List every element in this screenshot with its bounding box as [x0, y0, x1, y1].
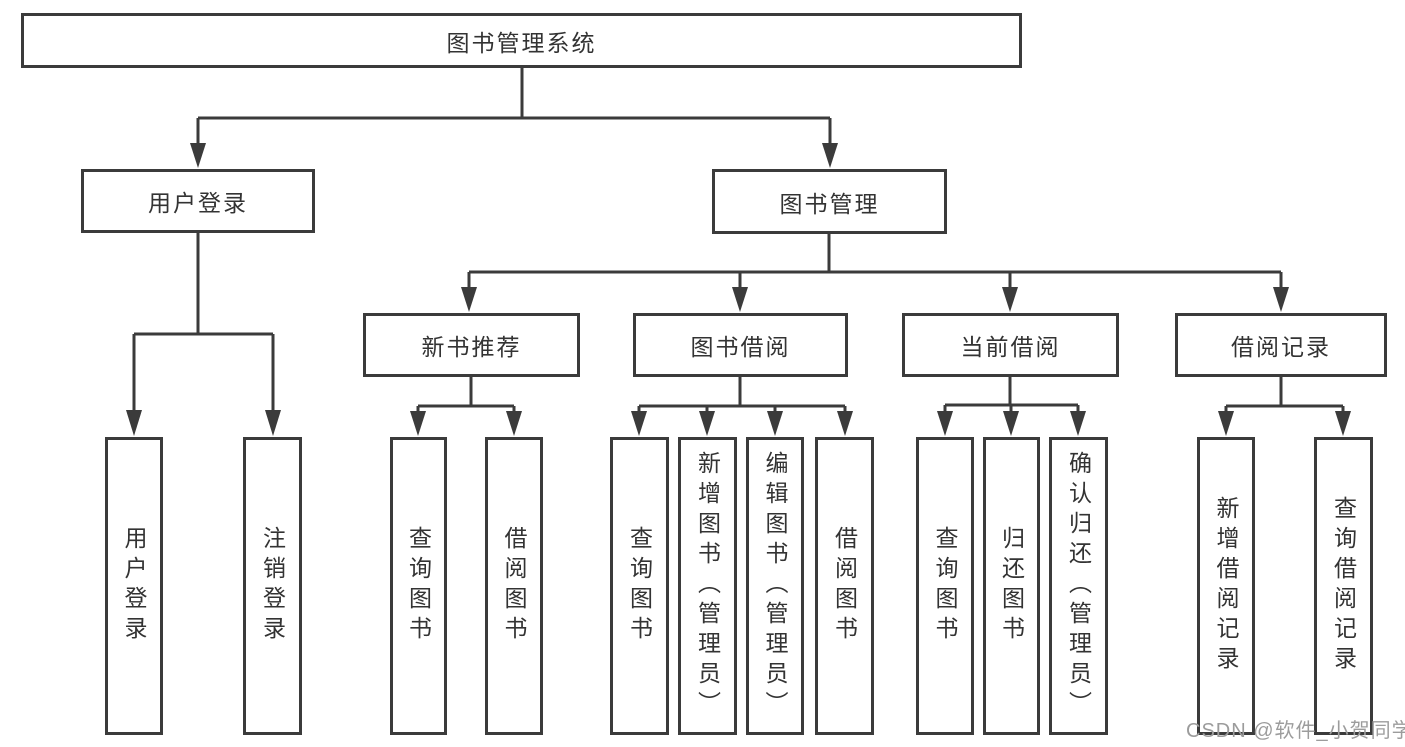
leaf-nbr-borrow-book: 借阅图书: [485, 437, 543, 735]
leaf-br-add-record: 新增借阅记录: [1197, 437, 1255, 735]
leaf-bb-add-book-admin: 新增图书（管理员）: [678, 437, 737, 735]
leaf-cb-confirm-return-admin: 确认归还（管理员）: [1049, 437, 1108, 735]
connector-root-to-level2: [190, 68, 838, 168]
leaf-nbr-query-book: 查询图书: [390, 437, 447, 735]
node-user-login-branch: 用户登录: [81, 169, 315, 233]
leaf-cb-return-book: 归还图书: [983, 437, 1040, 735]
node-borrow-record: 借阅记录: [1175, 313, 1387, 377]
node-library-management-system: 图书管理系统: [21, 13, 1022, 68]
connector-record-to-leaves: [1218, 377, 1351, 436]
node-current-borrow: 当前借阅: [902, 313, 1119, 377]
connector-bookmgmt-to-modules: [461, 234, 1289, 312]
node-new-book-recommend: 新书推荐: [363, 313, 580, 377]
csdn-watermark: CSDN @软件_小贺同学: [1186, 720, 1405, 742]
connector-borrow-to-leaves: [631, 377, 853, 436]
connector-userlogin-to-leaves: [126, 233, 281, 436]
leaf-bb-edit-book-admin: 编辑图书（管理员）: [746, 437, 804, 735]
leaf-user-login: 用户登录: [105, 437, 163, 735]
node-book-borrow: 图书借阅: [633, 313, 848, 377]
leaf-br-query-record: 查询借阅记录: [1314, 437, 1373, 735]
leaf-logout: 注销登录: [243, 437, 302, 735]
connector-current-to-leaves: [937, 377, 1086, 436]
leaf-bb-query-book: 查询图书: [610, 437, 669, 735]
connector-newbook-to-leaves: [410, 377, 522, 436]
node-book-management-branch: 图书管理: [712, 169, 947, 234]
leaf-cb-query-book: 查询图书: [916, 437, 974, 735]
leaf-bb-borrow-book: 借阅图书: [815, 437, 874, 735]
